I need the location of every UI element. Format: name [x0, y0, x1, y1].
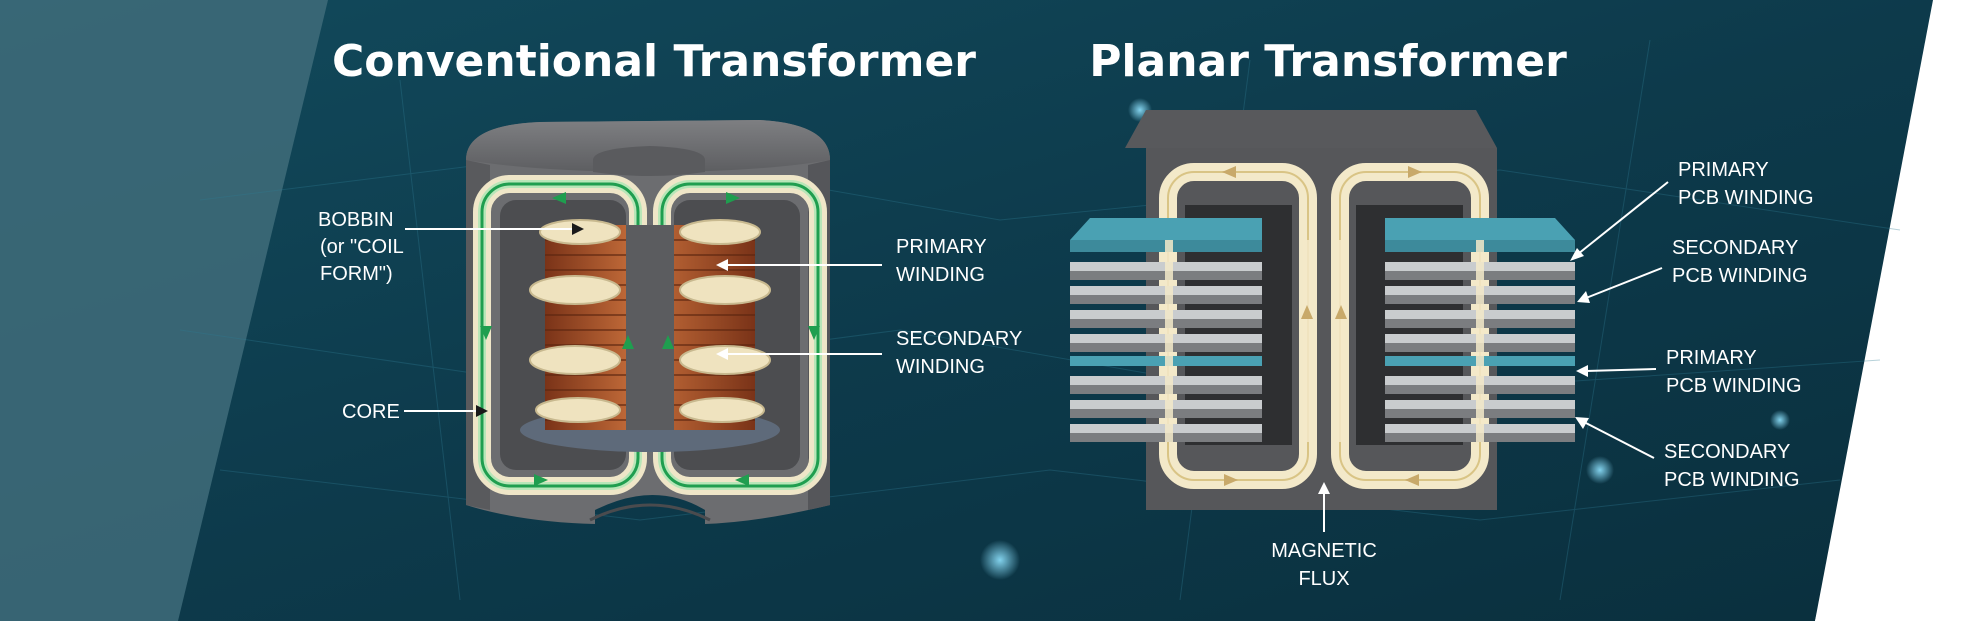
- svg-text:PRIMARY: PRIMARY: [1666, 347, 1757, 369]
- svg-text:BOBBIN: BOBBIN: [318, 209, 394, 231]
- label-core: CORE: [342, 401, 488, 423]
- left-panel-shade: [0, 0, 328, 621]
- title-planar: Planar Transformer: [1089, 36, 1567, 87]
- planar-flux-leg-2: [1303, 240, 1311, 442]
- label-primary-winding: PRIMARY WINDING: [716, 236, 987, 286]
- svg-text:PCB WINDING: PCB WINDING: [1664, 469, 1800, 491]
- svg-text:FLUX: FLUX: [1298, 568, 1349, 590]
- planar-flux-leg-3: [1337, 240, 1345, 442]
- label-primary-pcb-mid: PRIMARY PCB WINDING: [1576, 347, 1802, 397]
- svg-text:PCB WINDING: PCB WINDING: [1672, 265, 1808, 287]
- label-secondary-pcb-top: SECONDARY PCB WINDING: [1577, 237, 1808, 303]
- svg-text:WINDING: WINDING: [896, 356, 985, 378]
- flux-arrows-conventional: [480, 192, 820, 486]
- svg-text:SECONDARY: SECONDARY: [896, 328, 1022, 350]
- planar-flux-leg-1: [1165, 240, 1173, 442]
- svg-text:PCB WINDING: PCB WINDING: [1678, 187, 1814, 209]
- label-primary-pcb-top: PRIMARY PCB WINDING: [1570, 159, 1814, 261]
- planar-flux-leg-4: [1476, 240, 1484, 442]
- svg-text:(or "COIL: (or "COIL: [320, 236, 404, 258]
- label-bobbin: BOBBIN (or "COIL FORM"): [318, 209, 584, 285]
- conventional-transformer: [466, 120, 830, 524]
- svg-text:FORM"): FORM"): [320, 263, 393, 285]
- primary-winding-arrowhead: [716, 259, 728, 271]
- svg-text:CORE: CORE: [342, 401, 400, 423]
- svg-text:SECONDARY: SECONDARY: [1664, 441, 1790, 463]
- right-white-wedge: [1815, 0, 1965, 621]
- planar-core-top-bevel: [1125, 110, 1497, 148]
- svg-text:MAGNETIC: MAGNETIC: [1271, 540, 1377, 562]
- title-conventional: Conventional Transformer: [332, 36, 976, 87]
- svg-text:PCB WINDING: PCB WINDING: [1666, 375, 1802, 397]
- svg-text:WINDING: WINDING: [896, 264, 985, 286]
- svg-text:SECONDARY: SECONDARY: [1672, 237, 1798, 259]
- svg-text:PRIMARY: PRIMARY: [896, 236, 987, 258]
- label-magnetic-flux: MAGNETIC FLUX: [1271, 482, 1377, 590]
- secondary-winding-arrowhead: [716, 348, 728, 360]
- label-secondary-winding: SECONDARY WINDING: [716, 328, 1022, 378]
- svg-text:PRIMARY: PRIMARY: [1678, 159, 1769, 181]
- core-arrowhead: [476, 405, 488, 417]
- flux-arrows-planar: [1222, 166, 1422, 486]
- bobbin-arrowhead: [572, 223, 584, 235]
- copper-winding: [545, 225, 755, 430]
- planar-transformer: [1070, 110, 1575, 510]
- label-secondary-pcb-bottom: SECONDARY PCB WINDING: [1575, 417, 1800, 491]
